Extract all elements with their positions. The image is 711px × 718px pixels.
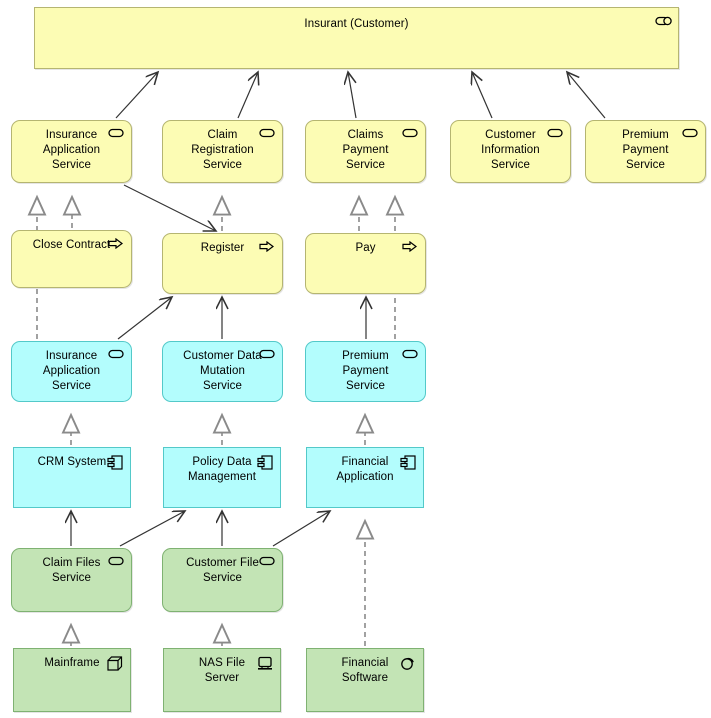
node-label: Insurant (Customer) [304, 18, 409, 30]
node-label: Policy Data Management [187, 456, 257, 483]
business-process-icon [108, 238, 124, 251]
business-service-customer-information-service[interactable]: Customer Information Service [450, 120, 571, 183]
application-component-icon [257, 455, 273, 470]
business-service-icon [402, 128, 418, 141]
business-process-icon [402, 241, 418, 254]
node-label: Financial Software [341, 657, 389, 684]
business-service-claims-payment-service[interactable]: Claims Payment Service [305, 120, 426, 183]
node-label: Mainframe [44, 657, 100, 669]
serving-claims-payment-service-to-insurant [348, 72, 356, 119]
application-component-policy-data-management[interactable]: Policy Data Management [163, 447, 281, 508]
node-label: Insurance Application Service [42, 350, 101, 392]
serving-insurance-app-service-to-register [123, 184, 216, 231]
application-service-icon [402, 349, 418, 362]
node-label: Pay [355, 242, 376, 254]
business-service-icon [108, 128, 124, 141]
node-label: Claims Payment Service [342, 129, 389, 171]
node-label: Insurance Application Service [42, 129, 101, 171]
device-icon [257, 656, 273, 670]
business-service-icon [682, 128, 698, 141]
application-component-icon [107, 455, 123, 470]
business-role-insurant[interactable]: Insurant (Customer) [34, 7, 679, 69]
system-software-financial-software[interactable]: Financial Software [306, 648, 424, 712]
business-role-icon [655, 15, 672, 28]
application-service-insurance-application-service[interactable]: Insurance Application Service [11, 341, 132, 402]
technology-service-claim-files-service[interactable]: Claim Files Service [11, 548, 132, 612]
application-service-icon [108, 349, 124, 362]
application-service-icon [259, 349, 275, 362]
business-service-icon [547, 128, 563, 141]
application-component-financial-application[interactable]: Financial Application [306, 447, 424, 508]
application-component-crm-system[interactable]: CRM System [13, 447, 131, 508]
device-nas-file-server[interactable]: NAS File Server [163, 648, 281, 712]
node-label: Customer Data Mutation Service [183, 350, 262, 392]
node-label: Customer File Service [186, 557, 259, 584]
business-service-icon [259, 128, 275, 141]
node-icon [107, 656, 123, 671]
node-label: Claim Registration Service [191, 129, 254, 171]
node-label: Register [200, 242, 245, 254]
node-label: NAS File Server [198, 657, 246, 684]
business-process-pay[interactable]: Pay [305, 233, 426, 294]
business-service-claim-registration-service[interactable]: Claim Registration Service [162, 120, 283, 183]
serving-insurance-app-application-service-to-register [117, 297, 172, 340]
node-label: Customer Information Service [481, 129, 540, 171]
technology-service-icon [108, 556, 124, 569]
serving-customer-information-service-to-insurant [472, 72, 493, 119]
application-component-icon [400, 455, 416, 470]
business-service-premium-payment-service[interactable]: Premium Payment Service [585, 120, 706, 183]
serving-insurance-app-service-to-insurant [115, 72, 158, 119]
node-label: Claim Files Service [42, 557, 101, 584]
system-software-icon [400, 656, 416, 670]
application-service-premium-payment-service[interactable]: Premium Payment Service [305, 341, 426, 402]
technology-service-customer-file-service[interactable]: Customer File Service [162, 548, 283, 612]
node-mainframe[interactable]: Mainframe [13, 648, 131, 712]
node-label: Premium Payment Service [622, 129, 669, 171]
node-label: Financial Application [336, 456, 394, 483]
serving-customer-file-service-to-financial-application [272, 511, 330, 547]
business-process-register[interactable]: Register [162, 233, 283, 294]
node-label: CRM System [37, 456, 107, 468]
serving-claim-registration-service-to-insurant [237, 72, 258, 119]
business-service-insurance-application-service[interactable]: Insurance Application Service [11, 120, 132, 183]
business-process-close-contract[interactable]: Close Contract [11, 230, 132, 288]
serving-claim-files-service-to-policy-data-management [119, 511, 185, 547]
serving-premium-payment-service-to-insurant [567, 72, 606, 119]
business-process-icon [259, 241, 275, 254]
technology-service-icon [259, 556, 275, 569]
node-label: Premium Payment Service [342, 350, 389, 392]
application-service-customer-data-mutation-service[interactable]: Customer Data Mutation Service [162, 341, 283, 402]
node-label: Close Contract [32, 239, 111, 251]
